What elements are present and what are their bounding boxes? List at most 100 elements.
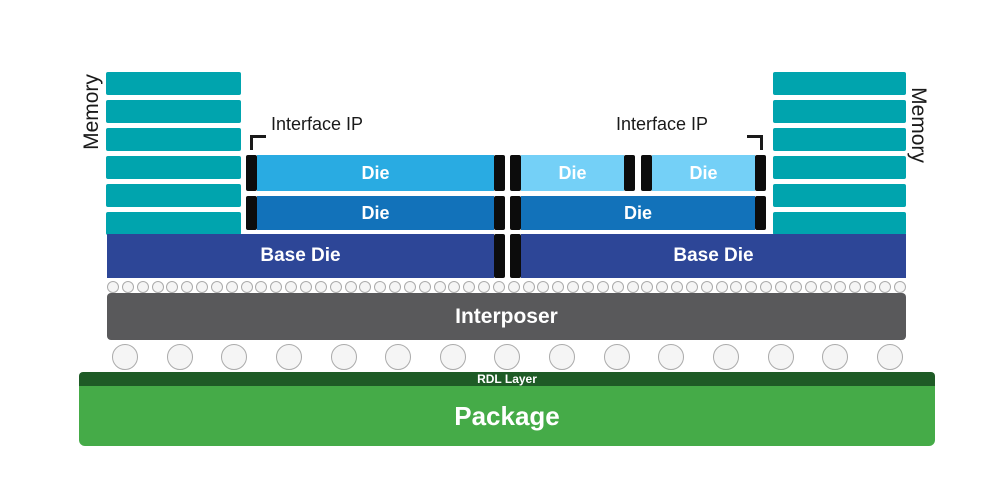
- memory-die-bar: [106, 156, 241, 179]
- microbump-icon: [329, 280, 342, 293]
- microbump-icon: [463, 280, 476, 293]
- c4-bump-icon: [822, 344, 849, 370]
- package: Package: [79, 386, 935, 446]
- c4-bump-icon: [275, 344, 302, 370]
- interface-ip-bar: [494, 234, 505, 278]
- die-label: Die: [361, 162, 390, 183]
- microbump-icon: [760, 280, 773, 293]
- interface-ip-bar: [246, 155, 257, 191]
- interface-ip-bar: [755, 155, 766, 191]
- microbump-icon: [240, 280, 253, 293]
- microbump-icon: [641, 280, 654, 293]
- c4-bump-icon: [713, 344, 740, 370]
- microbump-icon: [151, 280, 164, 293]
- interface-ip-bar: [494, 196, 505, 230]
- memory-die-bar: [106, 72, 241, 95]
- interface-ip-bar: [641, 155, 652, 191]
- memory-die-bar: [106, 128, 241, 151]
- microbump-icon: [389, 280, 402, 293]
- microbump-icon: [121, 280, 134, 293]
- microbump-icon: [671, 280, 684, 293]
- memory-right-label: Memory: [907, 87, 930, 163]
- rdl-layer: RDL Layer: [79, 372, 935, 386]
- c4-bump-icon: [439, 344, 466, 370]
- microbump-icon: [433, 280, 446, 293]
- microbump-icon: [507, 280, 520, 293]
- c4-bump-icon: [330, 344, 357, 370]
- c4-bump-icon: [767, 344, 794, 370]
- c4-bump-icon: [549, 344, 576, 370]
- microbump-icon: [299, 280, 312, 293]
- memory-stack-right: [773, 72, 906, 235]
- microbump-icon: [774, 280, 787, 293]
- c4-bump-icon: [494, 344, 521, 370]
- interface-ip-label-left: Interface IP: [271, 114, 364, 134]
- memory-die-bar: [773, 184, 906, 207]
- microbump-icon: [196, 280, 209, 293]
- c4-bump-icon: [221, 344, 248, 370]
- microbump-icon: [626, 280, 639, 293]
- interface-ip-bar: [246, 196, 257, 230]
- microbump-icon: [582, 280, 594, 293]
- microbump-icon: [552, 280, 565, 293]
- memory-die-bar: [773, 100, 906, 123]
- die-label: Die: [689, 162, 718, 183]
- memory-die-bar: [106, 184, 241, 207]
- microbump-icon: [730, 280, 743, 293]
- microbump-icon: [418, 280, 431, 293]
- memory-die-bar: [106, 100, 241, 123]
- microbump-icon: [210, 280, 223, 293]
- c4-bump-icon: [166, 344, 193, 370]
- microbump-icon: [285, 280, 298, 293]
- microbump-icon: [478, 280, 491, 293]
- microbump-icon: [596, 280, 609, 293]
- microbump-icon: [166, 280, 179, 293]
- microbump-icon: [715, 280, 728, 293]
- die-label: Die: [623, 202, 652, 223]
- interface-ip-label-right: Interface IP: [616, 114, 709, 134]
- die-top-right: Die: [652, 155, 755, 191]
- die-top-left: Die: [257, 155, 494, 191]
- die-mid-right: Die: [521, 196, 755, 230]
- die-label: Die: [361, 202, 390, 223]
- rdl-layer-label: RDL Layer: [477, 372, 537, 386]
- memory-left-label: Memory: [80, 74, 103, 150]
- die-mid-left: Die: [257, 196, 494, 230]
- base-die-right: Base Die: [521, 234, 906, 278]
- microbump-icon: [522, 280, 535, 293]
- interface-ip-bracket-right-icon: [747, 135, 763, 150]
- microbump-icon: [834, 280, 847, 293]
- c4-bump-icon: [603, 344, 630, 370]
- microbump-icon: [359, 280, 372, 293]
- microbump-icon: [403, 280, 416, 293]
- c4-bump-icon: [112, 344, 138, 370]
- microbump-icon: [255, 280, 268, 293]
- die-top-center: Die: [521, 155, 624, 191]
- microbump-icon: [314, 280, 327, 293]
- base-die-label: Base Die: [673, 245, 754, 266]
- interface-ip-bar: [494, 155, 505, 191]
- microbump-icon: [492, 280, 505, 293]
- interface-ip-bar: [510, 155, 521, 191]
- c4-bump-icon: [658, 344, 685, 370]
- microbump-icon: [374, 280, 387, 293]
- memory-die-bar: [773, 128, 906, 151]
- microbump-icon: [270, 280, 283, 293]
- microbump-icon: [849, 280, 862, 293]
- microbump-icon: [819, 280, 832, 293]
- interface-ip-bracket-left-icon: [250, 135, 266, 150]
- memory-die-bar: [106, 212, 241, 235]
- memory-die-bar: [773, 212, 906, 235]
- memory-die-bar: [773, 72, 906, 95]
- interface-ip-bar: [755, 196, 766, 230]
- microbump-icon: [107, 280, 119, 293]
- microbump-icon: [656, 280, 669, 293]
- interposer-label: Interposer: [455, 304, 558, 328]
- microbump-icon: [225, 280, 238, 293]
- memory-stack-left: [106, 72, 241, 235]
- interface-ip-bar: [510, 234, 521, 278]
- interface-ip-bar: [624, 155, 635, 191]
- base-die-left: Base Die: [107, 234, 494, 278]
- microbump-icon: [893, 280, 906, 293]
